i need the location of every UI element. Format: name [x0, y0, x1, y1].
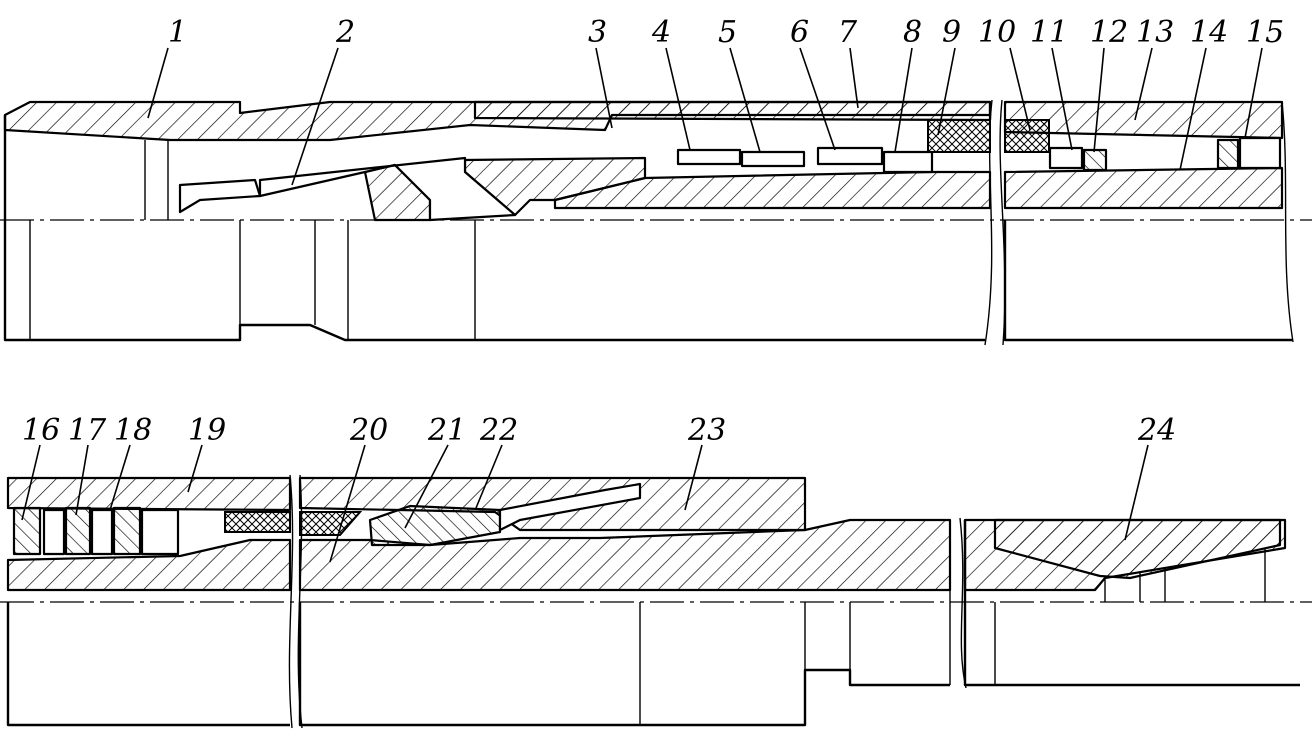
part-18-ring: [90, 508, 114, 556]
part-9-seal: [927, 119, 991, 153]
callout-15: 15: [1246, 15, 1284, 50]
callout-7: 7: [838, 15, 858, 50]
leader-23: [684, 444, 703, 511]
callout-22: 22: [479, 413, 518, 448]
part-11-ring: [1048, 146, 1084, 170]
part-15-ring-b: [1238, 136, 1282, 170]
part-18-ring-b: [112, 506, 142, 556]
bottom-break-2: [297, 474, 303, 729]
part-19-seal: [224, 511, 291, 533]
callout-10: 10: [978, 15, 1016, 50]
callout-12: 12: [1090, 15, 1128, 50]
part-17-ring-b: [64, 506, 92, 556]
callout-24: 24: [1137, 413, 1176, 448]
top-lower-outline: [3, 220, 985, 342]
callout-9: 9: [942, 15, 961, 50]
leader-8: [894, 47, 913, 153]
callout-18: 18: [114, 413, 152, 448]
leader-21: [404, 444, 449, 529]
callout-6: 6: [790, 15, 809, 50]
callout-4: 4: [651, 15, 671, 50]
seg-a-lower: [6, 602, 290, 727]
top-break-line-2: [999, 99, 1006, 346]
callout-16: 16: [22, 413, 60, 448]
leader-14: [1179, 47, 1207, 171]
leader-lines: [21, 47, 1263, 563]
bottom-assembly: [0, 474, 1312, 729]
part-21-ring: [368, 504, 502, 547]
leader-2: [291, 47, 339, 186]
callout-20: 20: [349, 413, 388, 448]
part-4-ring: [676, 148, 742, 166]
top-assembly: [0, 99, 1312, 346]
part-24-cone: [993, 518, 1282, 580]
callout-numbers: 1 2 3 4 5 6 7 8 9 10 11 12 13 14 15 16 1…: [22, 15, 1284, 448]
callout-1: 1: [168, 15, 187, 50]
part-5-ring: [740, 150, 806, 168]
leader-13: [1134, 47, 1153, 121]
leader-3: [595, 47, 613, 129]
leader-16: [21, 444, 41, 521]
callout-5: 5: [718, 15, 737, 50]
part-15-ring: [1216, 138, 1240, 170]
part-8-ring: [882, 150, 934, 174]
callout-8: 8: [903, 15, 922, 50]
callout-13: 13: [1136, 15, 1174, 50]
part-7-sleeve: [473, 100, 992, 122]
leader-18: [109, 444, 131, 511]
leader-12: [1093, 47, 1105, 153]
top-right-break: [1281, 101, 1294, 343]
part-6-ring: [816, 146, 884, 166]
part-20-seal: [299, 511, 363, 536]
leader-24: [1124, 444, 1149, 541]
part-2-latch: [178, 178, 262, 214]
callout-14: 14: [1190, 15, 1228, 50]
part-14-mandrel-right: [1003, 166, 1284, 210]
leader-15: [1244, 47, 1263, 139]
callout-17: 17: [68, 413, 107, 448]
top-lower-outline-right: [1003, 220, 1292, 342]
callout-21: 21: [427, 413, 466, 448]
callout-23: 23: [687, 413, 726, 448]
leader-20: [329, 444, 366, 563]
callout-11: 11: [1030, 15, 1068, 50]
part-2-slip: [258, 156, 517, 222]
leader-5: [729, 47, 761, 153]
bottom-break-3: [959, 517, 967, 689]
part-16-mandrel: [6, 538, 292, 592]
part-22-spring: [498, 482, 642, 532]
leader-22: [475, 444, 503, 509]
part-10-seal: [1004, 119, 1050, 153]
part-19-housing: [6, 476, 292, 512]
leader-17: [75, 444, 89, 516]
part-12-ring: [1082, 148, 1108, 172]
leader-10: [1009, 47, 1031, 131]
part-16-ring: [12, 506, 42, 556]
leader-7: [849, 47, 859, 109]
leader-4: [665, 47, 691, 151]
part-18-ring-c: [140, 508, 180, 556]
top-break-line: [984, 99, 993, 346]
leader-6: [799, 47, 836, 151]
part-17-ring: [42, 508, 66, 556]
callout-19: 19: [188, 413, 226, 448]
leader-19: [187, 444, 203, 493]
bottom-break-1: [288, 474, 294, 729]
leader-9: [937, 47, 956, 136]
leader-11: [1051, 47, 1073, 151]
leader-1: [147, 47, 169, 119]
callout-2: 2: [335, 15, 355, 50]
seg-b-lower: [298, 602, 950, 727]
callout-3: 3: [588, 15, 607, 50]
